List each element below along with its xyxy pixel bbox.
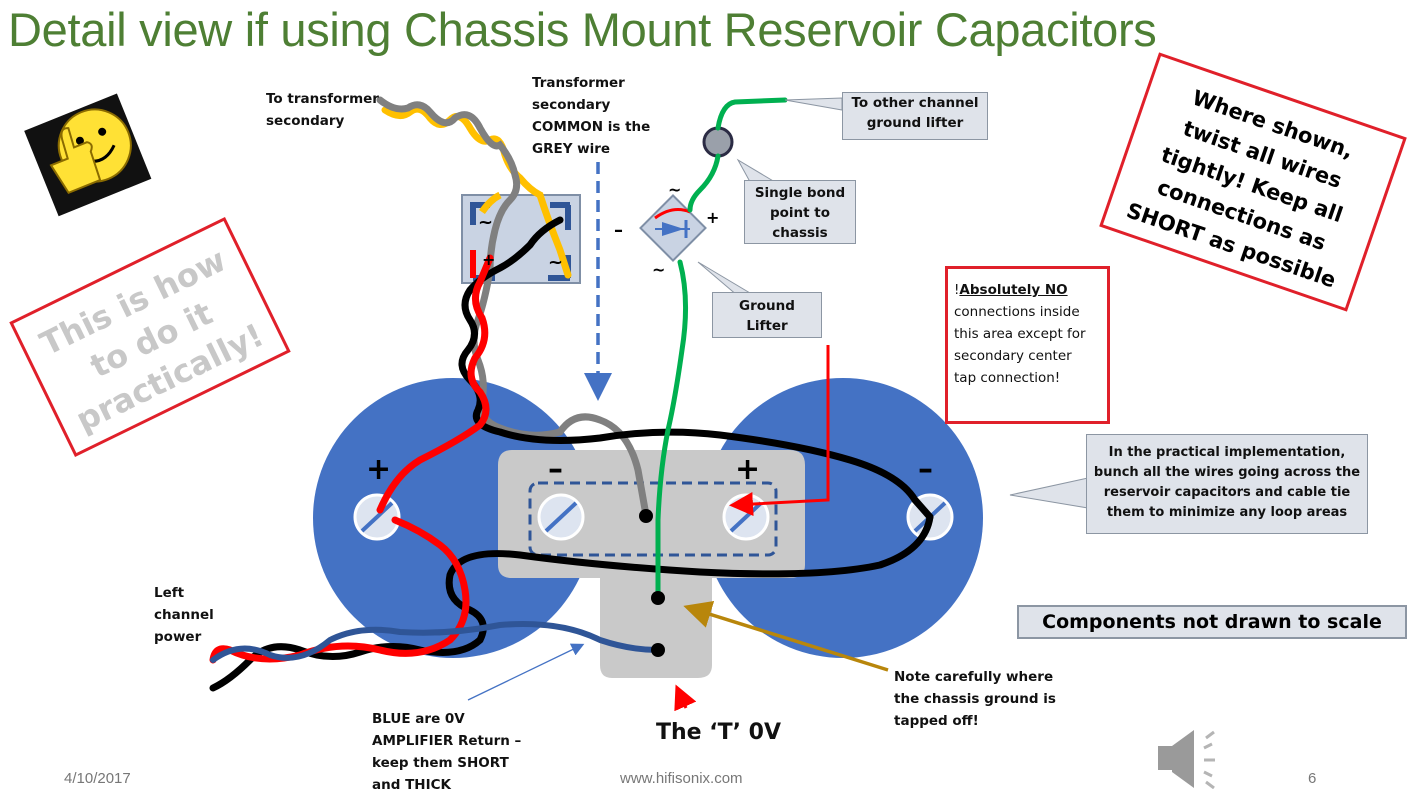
wire-green-ground bbox=[655, 97, 788, 601]
wire-blue-return bbox=[210, 621, 661, 663]
t-zero-v-label: The ‘T’ 0V bbox=[656, 720, 781, 745]
wire-red-positive bbox=[376, 254, 494, 514]
bridge-ac-1: ~ bbox=[478, 212, 494, 233]
slide-page-number: 6 bbox=[1308, 770, 1317, 787]
bus-minus: – bbox=[548, 452, 563, 487]
practical-implementation-callout: In the practical implementation,bunch al… bbox=[1086, 434, 1368, 534]
slide-website: www.hifisonix.com bbox=[620, 770, 743, 787]
lifter-ac-1: ~ bbox=[668, 180, 682, 199]
wire-grey-secondary-common bbox=[376, 96, 650, 519]
thumbs-up-smiley-icon bbox=[24, 93, 152, 217]
slide-title: Detail view if using Chassis Mount Reser… bbox=[8, 3, 1157, 56]
slide-date: 4/10/2017 bbox=[64, 770, 131, 787]
right-cap-minus: – bbox=[918, 452, 933, 487]
bridge-plus: + bbox=[482, 250, 496, 269]
speaker-icon bbox=[1158, 730, 1215, 789]
lifter-plus: + bbox=[706, 208, 720, 227]
lifter-minus: – bbox=[614, 220, 623, 241]
right-capacitor bbox=[703, 378, 983, 658]
wire-yellow bbox=[381, 105, 572, 279]
bus-plus: + bbox=[735, 452, 761, 487]
no-connection-area bbox=[528, 481, 778, 557]
not-to-scale-note: Components not drawn to scale bbox=[1017, 605, 1407, 639]
bridge-ac-2: ~ bbox=[548, 252, 564, 273]
absolutely-no-box: !Absolutely NO connections inside this a… bbox=[945, 266, 1110, 424]
bond-point bbox=[702, 126, 734, 158]
left-cap-plus: + bbox=[366, 452, 392, 487]
left-capacitor bbox=[313, 378, 593, 658]
lifter-ac-2: ~ bbox=[652, 260, 666, 279]
screw-terminals bbox=[353, 493, 954, 541]
